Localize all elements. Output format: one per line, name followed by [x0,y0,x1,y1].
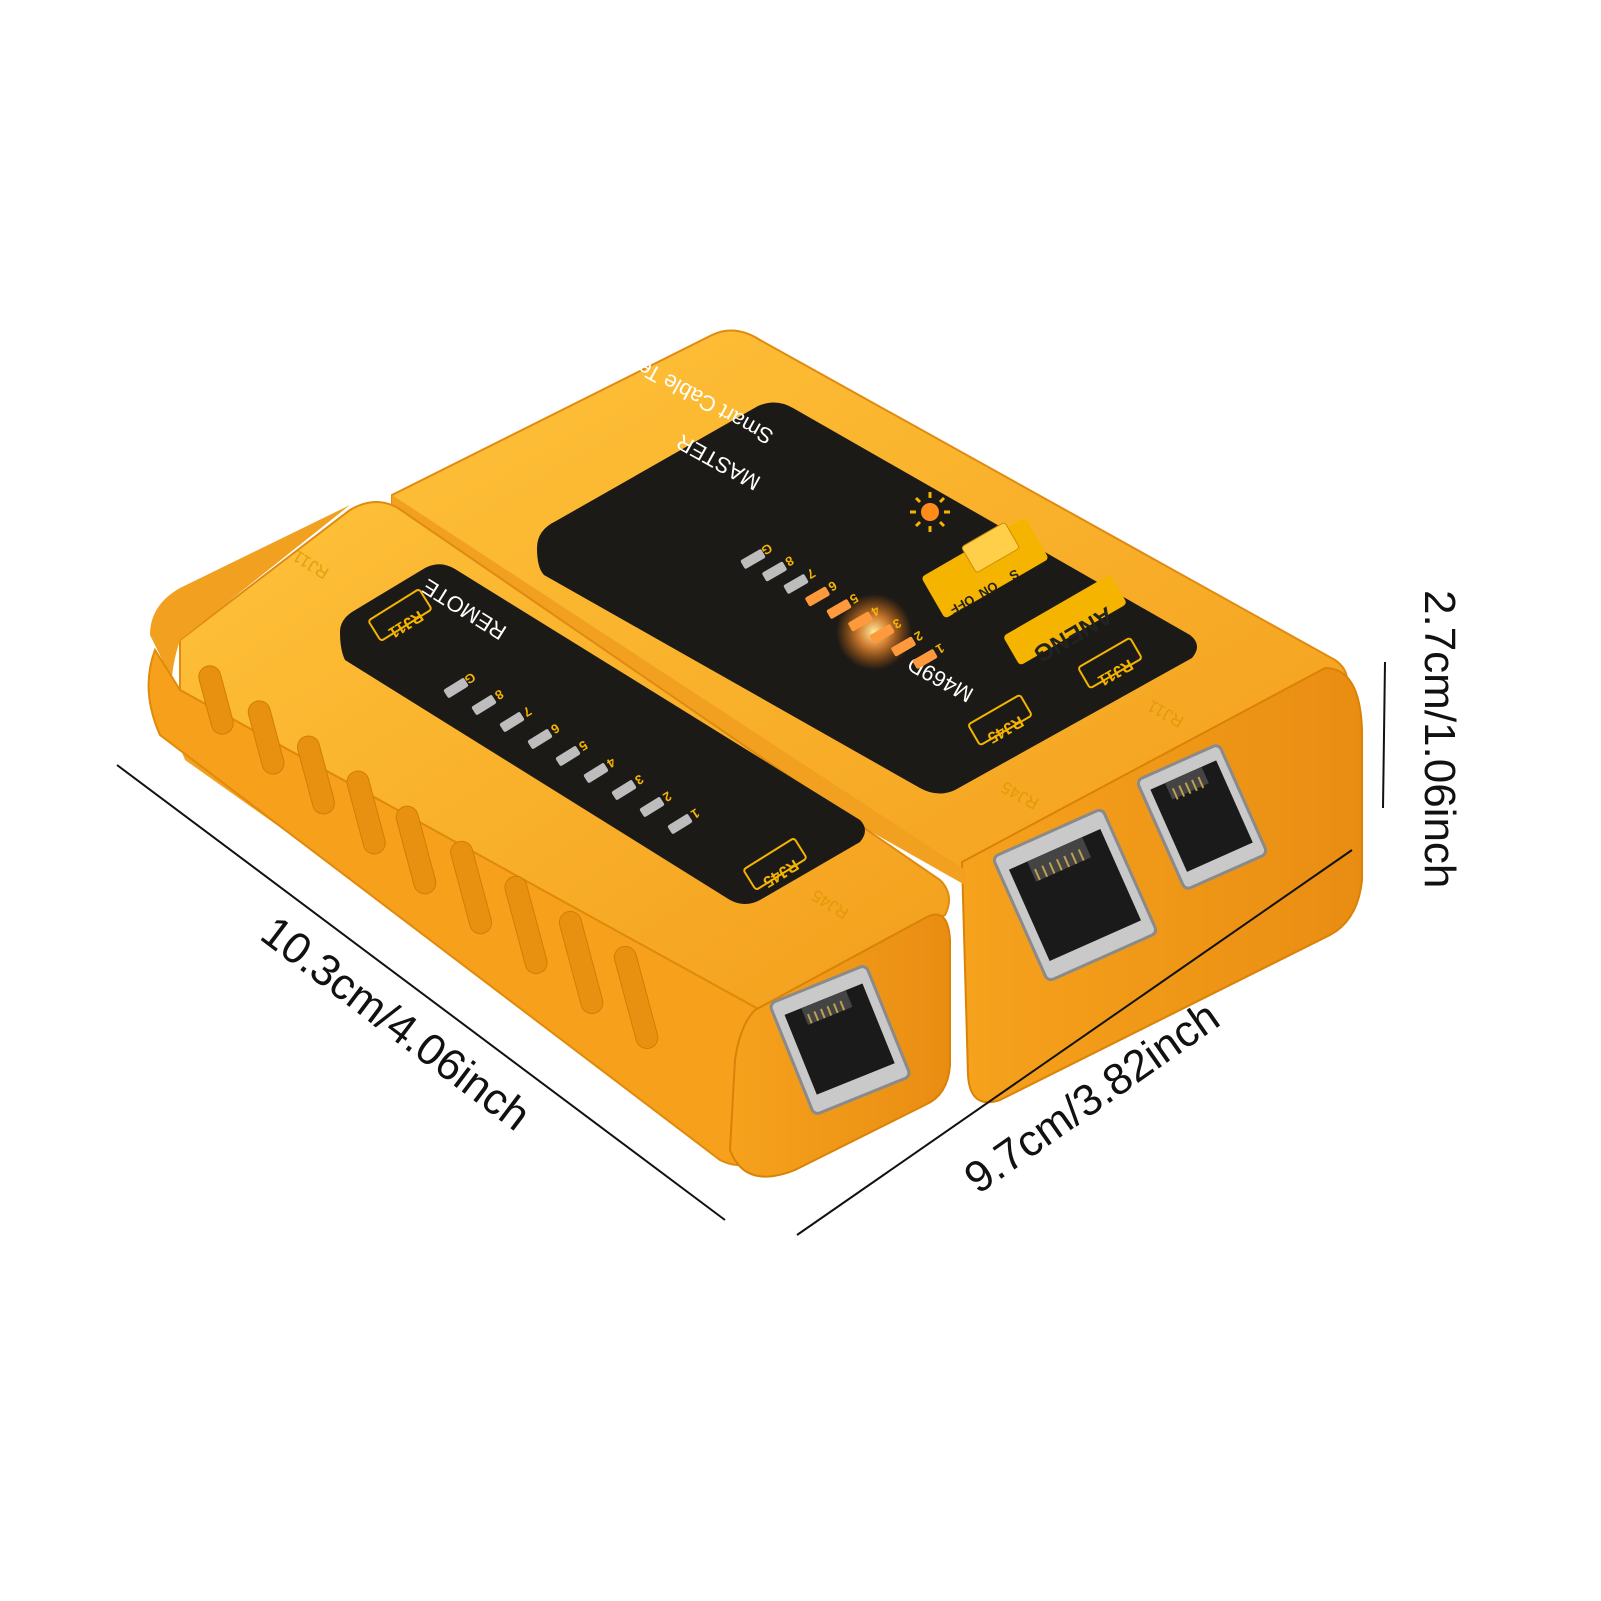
sun-icon [910,492,950,532]
master-led-7 [783,574,809,594]
remote-grip-ribs [198,665,659,1050]
master-led-G [740,549,766,569]
remote-led-1 [667,814,693,834]
master-front-face [960,666,1363,1104]
remote-led-8 [471,695,497,715]
master-led-8 [762,561,787,582]
master-unit: Smart Cable Tester MASTER M469D ANENG RJ… [391,329,1363,1104]
master-led-3 [869,624,895,644]
height-dimension-line [1382,661,1386,809]
dimension-annotations [116,661,1386,1236]
master-led-1 [912,649,938,669]
master-rj45-port[interactable] [992,808,1158,982]
remote-led-G [443,678,469,698]
master-led-5 [826,599,852,619]
length-dimension-line [116,764,726,1221]
master-led-2 [891,636,916,657]
remote-led-6 [527,729,553,749]
width-dimension-line [796,849,1353,1236]
master-rj11-port[interactable] [1136,744,1268,890]
master-led-4 [848,611,873,632]
height-dimension-label: 2.7cm/1.06inch [1415,590,1464,888]
remote-led-3 [611,780,637,800]
power-switch[interactable]: OFF ON S [918,512,1051,622]
master-led-6 [805,586,830,607]
remote-led-5 [555,746,581,766]
remote-display-panel [340,564,865,904]
remote-rj45-port[interactable] [769,965,911,1115]
master-left-face [392,495,965,885]
remote-led-2 [639,797,665,817]
remote-led-4 [583,763,609,783]
remote-led-7 [499,712,525,732]
